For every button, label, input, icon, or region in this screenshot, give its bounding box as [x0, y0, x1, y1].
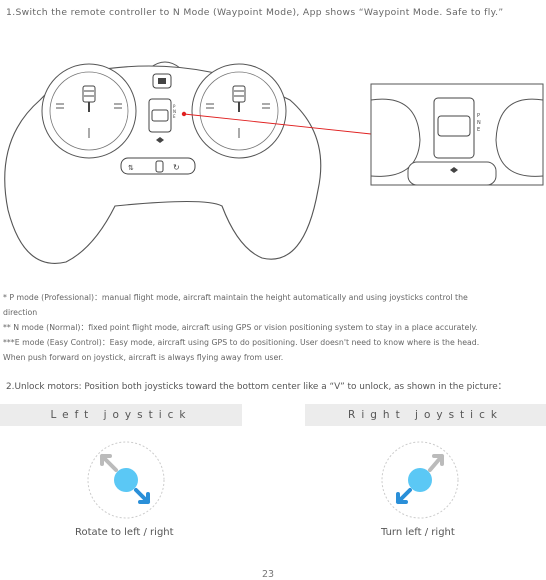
remote-controller-illustration: P N E ⇅ ↻ P N E	[4, 61, 544, 264]
right-joystick-diagram	[381, 441, 459, 519]
step1-instruction: 1.Switch the remote controller to N Mode…	[6, 7, 504, 18]
left-joystick-caption: Rotate to left / right	[75, 527, 174, 538]
svg-text:↻: ↻	[173, 163, 180, 172]
svg-text:⇅: ⇅	[128, 164, 134, 172]
mode-notes: * P mode (Professional)：manual flight mo…	[3, 290, 546, 365]
note-e-mode: ***E mode (Easy Control)：Easy mode, airc…	[3, 338, 480, 347]
right-joystick-caption: Turn left / right	[381, 527, 455, 538]
step2-instruction: 2.Unlock motors: Position both joysticks…	[6, 382, 507, 392]
mode-label-p: P	[477, 113, 480, 119]
note-e-mode-cont: When push forward on joystick, aircraft …	[3, 353, 284, 362]
note-p-mode: * P mode (Professional)：manual flight mo…	[3, 293, 468, 302]
svg-text:P: P	[173, 104, 176, 109]
svg-text:N: N	[173, 109, 176, 114]
left-joystick-header: Left joystick	[0, 404, 242, 426]
mode-label-e: E	[477, 127, 480, 133]
right-joystick-header: Right joystick	[305, 404, 546, 426]
note-p-mode-cont: direction	[3, 308, 38, 317]
left-joystick-diagram	[87, 441, 165, 519]
note-n-mode: ** N mode (Normal)：fixed point flight mo…	[3, 323, 478, 332]
svg-text:E: E	[173, 114, 176, 119]
mode-label-n: N	[477, 120, 481, 126]
page-number: 23	[262, 569, 275, 580]
